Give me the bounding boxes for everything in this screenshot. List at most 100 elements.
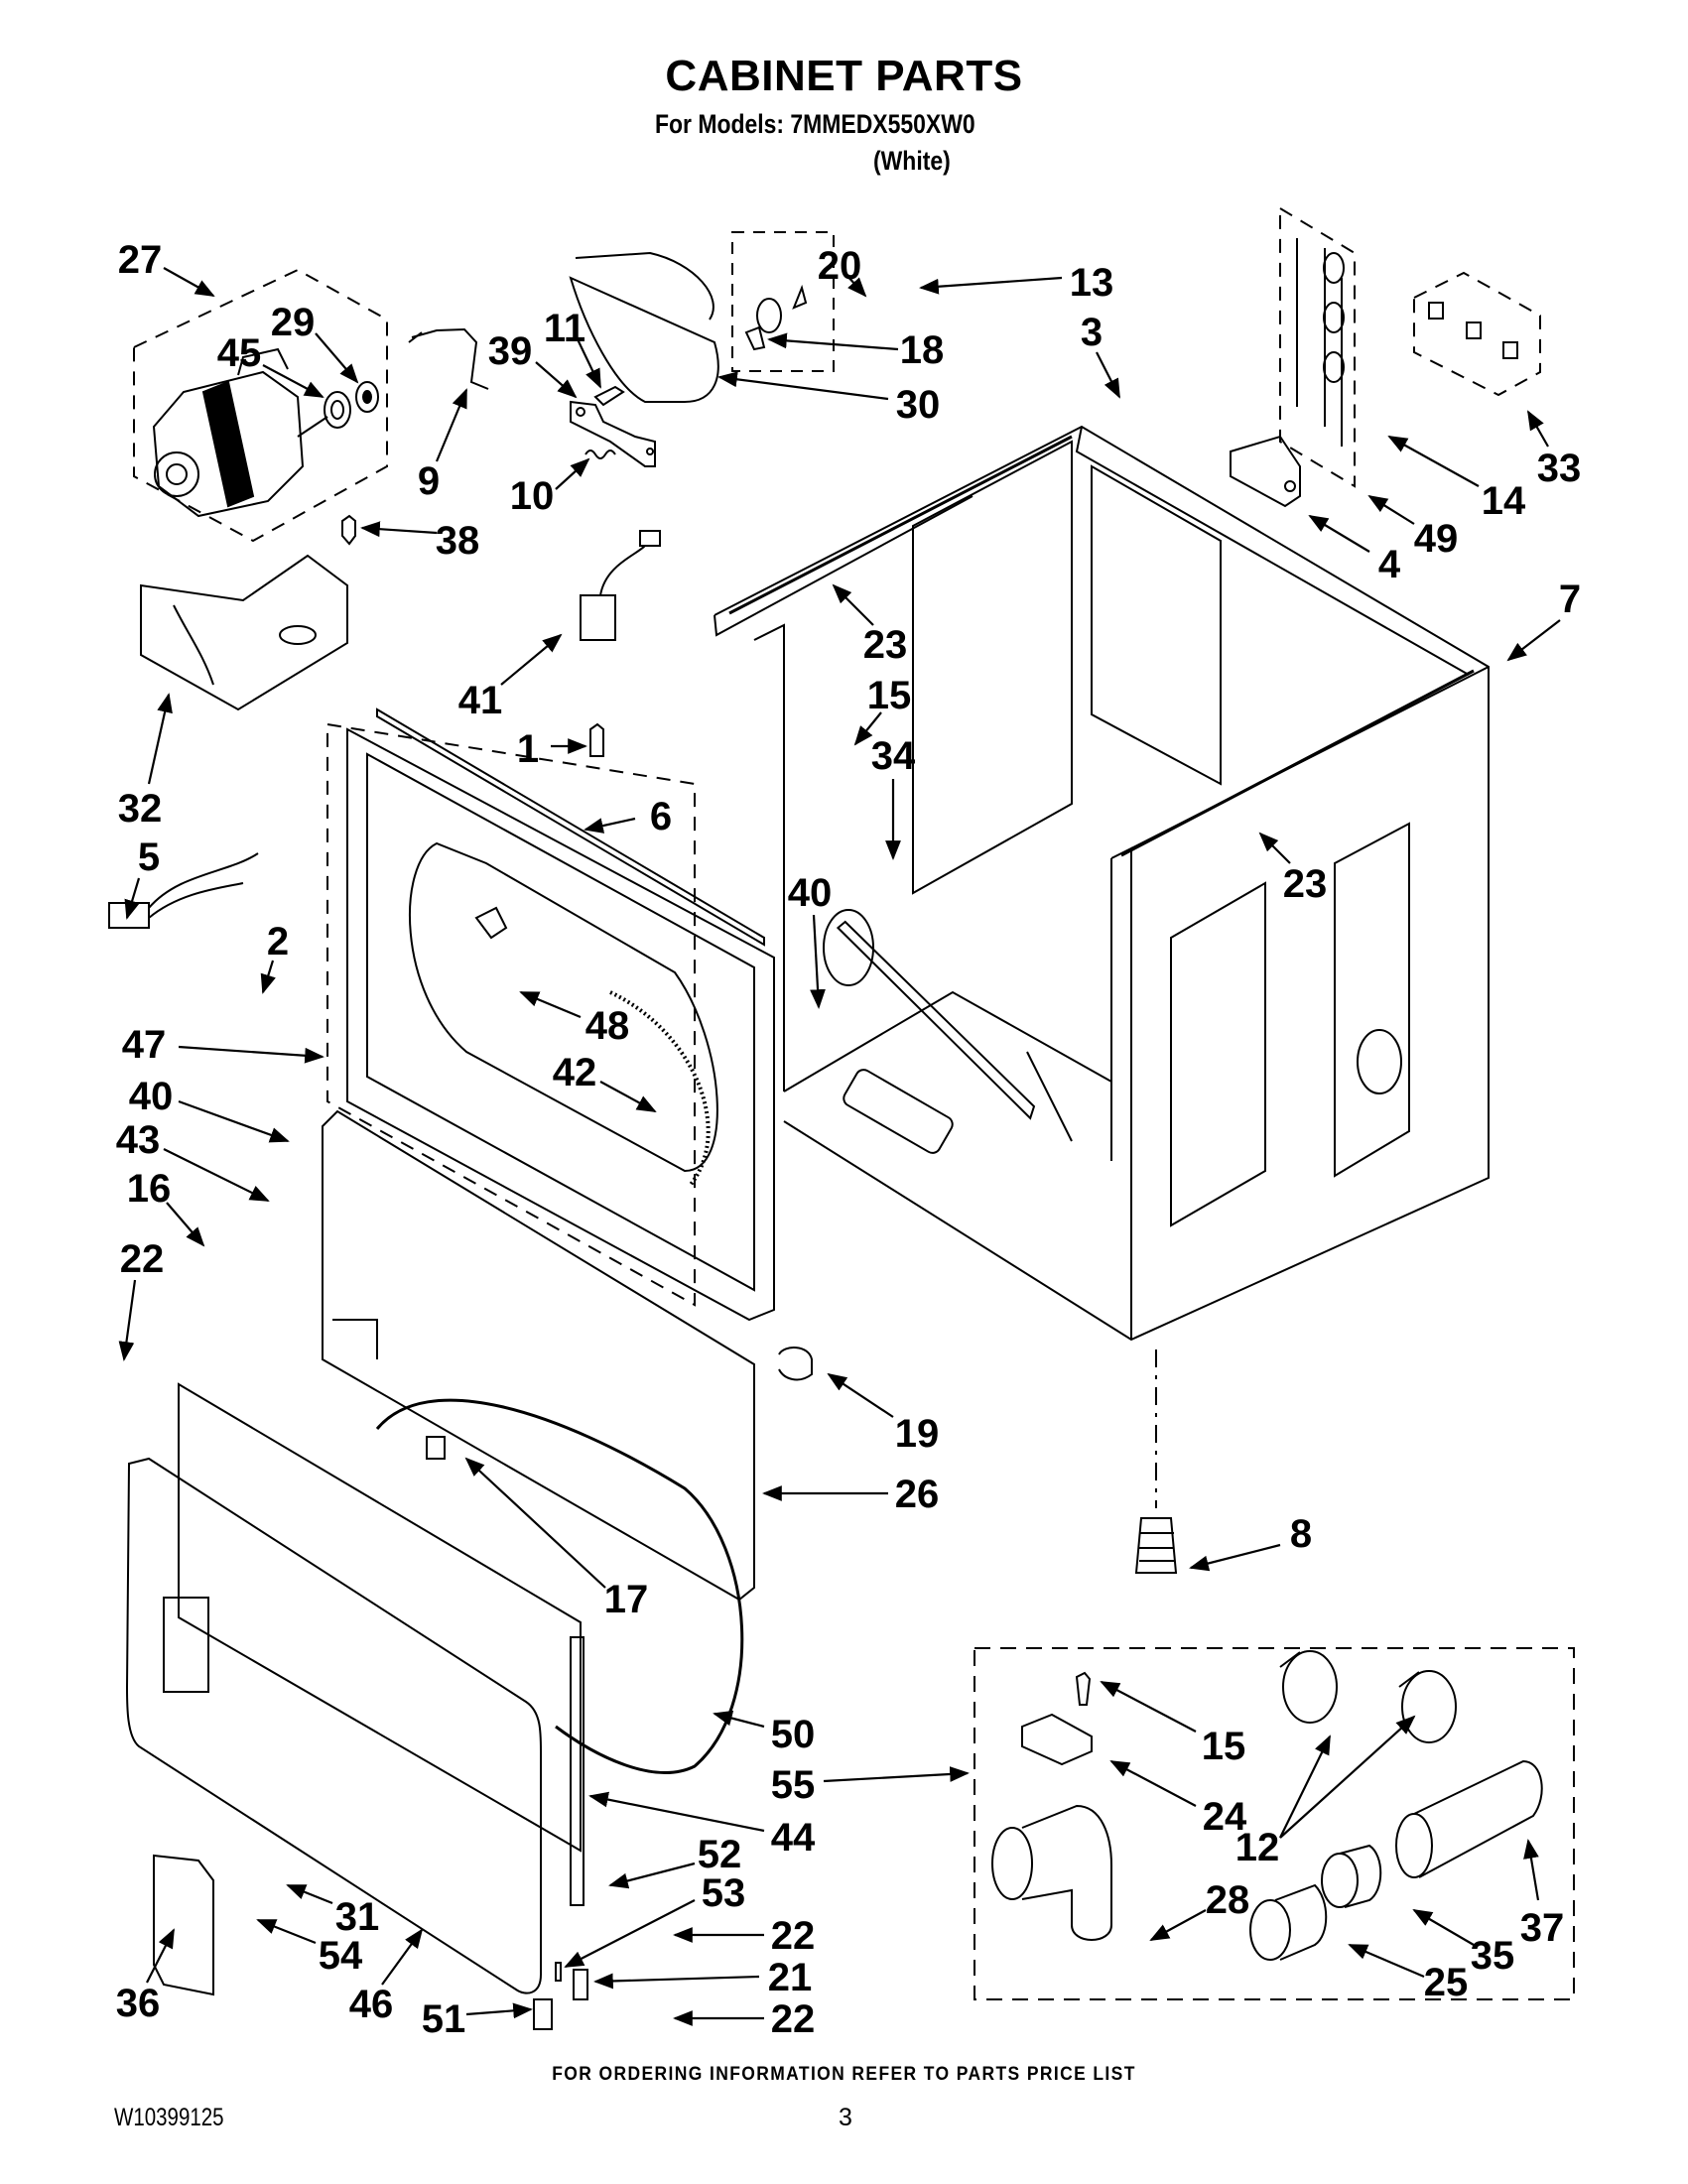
callout-15: 15 — [1202, 1725, 1246, 1768]
callout-41: 41 — [458, 679, 503, 722]
leader-arrow-15 — [1100, 1681, 1197, 1733]
harness-5 — [108, 852, 259, 929]
callout-labels: 2729459391110382018133033314494723411153… — [116, 238, 1582, 2041]
callout-10: 10 — [510, 474, 555, 518]
leader-arrow-12 — [1279, 1715, 1416, 1839]
leveling-leg-8 — [1134, 1349, 1178, 1574]
callout-8: 8 — [1290, 1512, 1312, 1556]
leader-arrow-40 — [178, 1099, 290, 1143]
callout-27: 27 — [118, 238, 163, 282]
callout-2: 2 — [267, 920, 289, 964]
drum-light-48 — [474, 906, 508, 940]
pipe-35 — [1321, 1844, 1382, 1908]
toe-panel-26 — [322, 1109, 755, 1602]
callout-50: 50 — [771, 1713, 816, 1756]
leader-arrow-21 — [593, 1973, 760, 1990]
leader-arrow-38 — [360, 521, 438, 538]
leader-arrow-35 — [1412, 1909, 1475, 1946]
callout-19: 19 — [895, 1412, 940, 1456]
leader-arrow-43 — [163, 1148, 270, 1202]
callout-43: 43 — [116, 1118, 161, 1162]
leader-arrow-50 — [713, 1710, 765, 1729]
leader-arrow-19 — [827, 1372, 894, 1418]
leader-arrow-29 — [315, 332, 359, 384]
exhaust-kit-group-55 — [974, 1647, 1575, 2000]
leader-arrow-49 — [1367, 494, 1415, 525]
callout-48: 48 — [585, 1004, 630, 1048]
callout-11: 11 — [544, 307, 585, 350]
leader-arrow-39 — [535, 361, 578, 399]
callout-42: 42 — [553, 1051, 597, 1094]
callout-1: 1 — [517, 727, 539, 771]
callout-34: 34 — [871, 734, 916, 778]
callout-5: 5 — [138, 835, 160, 879]
callout-53: 53 — [702, 1871, 746, 1915]
callout-14: 14 — [1482, 479, 1526, 523]
models-line: For Models: 7MMEDX550XW0 — [655, 109, 975, 139]
callout-13: 13 — [1070, 261, 1114, 305]
callout-44: 44 — [771, 1816, 816, 1860]
leader-arrow-32 — [147, 693, 173, 785]
leader-arrow-52 — [608, 1862, 696, 1889]
callout-21: 21 — [768, 1956, 813, 1999]
front-panel-group-47 — [326, 722, 775, 1322]
exhaust-elbow-28 — [991, 1804, 1112, 1941]
callout-54: 54 — [319, 1934, 363, 1978]
leader-arrow-53 — [564, 1899, 696, 1968]
leader-arrow-31 — [286, 1883, 333, 1905]
leader-lines — [118, 267, 1561, 2026]
callout-46: 46 — [349, 1983, 394, 2026]
cover-plate-24 — [1021, 1713, 1093, 1766]
leader-arrow-11 — [577, 338, 601, 389]
callout-17: 17 — [604, 1578, 649, 1621]
door-catch-17 — [426, 1436, 446, 1460]
idler-group-13 — [731, 231, 835, 372]
idler-shaft-18 — [744, 325, 766, 351]
callout-26: 26 — [895, 1473, 940, 1516]
callout-22: 22 — [771, 1997, 816, 2041]
leader-arrow-27 — [163, 267, 215, 297]
leader-arrow-2 — [260, 960, 276, 994]
spring-10 — [584, 450, 616, 459]
screw-15 — [1075, 1671, 1092, 1706]
drive-motor — [152, 347, 305, 518]
callout-49: 49 — [1414, 517, 1459, 561]
callout-16: 16 — [127, 1167, 172, 1211]
screw-1 — [589, 722, 604, 757]
callout-24: 24 — [1203, 1795, 1247, 1839]
callout-55: 55 — [771, 1763, 816, 1807]
outer-door-46 — [125, 1457, 542, 1994]
motor-mount-32 — [140, 554, 348, 711]
drive-belt-30 — [569, 251, 719, 403]
wire-nut-group-33 — [1413, 271, 1541, 397]
leader-arrow-40 — [810, 914, 826, 1009]
leader-arrow-6 — [584, 817, 636, 834]
door-handle-36 — [153, 1854, 214, 1996]
callout-31: 31 — [335, 1895, 380, 1939]
callout-38: 38 — [436, 519, 480, 563]
leader-arrow-42 — [599, 1081, 657, 1112]
callout-32: 32 — [118, 787, 163, 831]
vent-hoods-12 — [1279, 1650, 1457, 1743]
door-inner-panel — [178, 1382, 582, 1853]
callout-9: 9 — [418, 459, 440, 503]
callout-6: 6 — [650, 795, 672, 838]
clip-19 — [778, 1347, 813, 1381]
leader-arrow-13 — [919, 276, 1063, 295]
callout-25: 25 — [1424, 1961, 1469, 2004]
door-seal-42 — [609, 990, 711, 1188]
callout-23: 23 — [1283, 862, 1328, 906]
leader-arrow-41 — [500, 633, 563, 686]
leader-arrow-3 — [1096, 351, 1120, 399]
leader-arrow-45 — [262, 364, 325, 398]
motor-clip-9 — [408, 327, 489, 390]
callout-15: 15 — [867, 674, 912, 717]
leader-arrow-12 — [1279, 1734, 1331, 1839]
callout-20: 20 — [818, 244, 862, 288]
callout-29: 29 — [271, 301, 316, 344]
rod-34 — [836, 920, 1036, 1120]
page-title: CABINET PARTS — [665, 52, 1023, 100]
exhaust-pipe-37 — [1395, 1759, 1543, 1878]
callout-33: 33 — [1537, 447, 1582, 490]
terminal-block-4 — [1230, 435, 1301, 508]
